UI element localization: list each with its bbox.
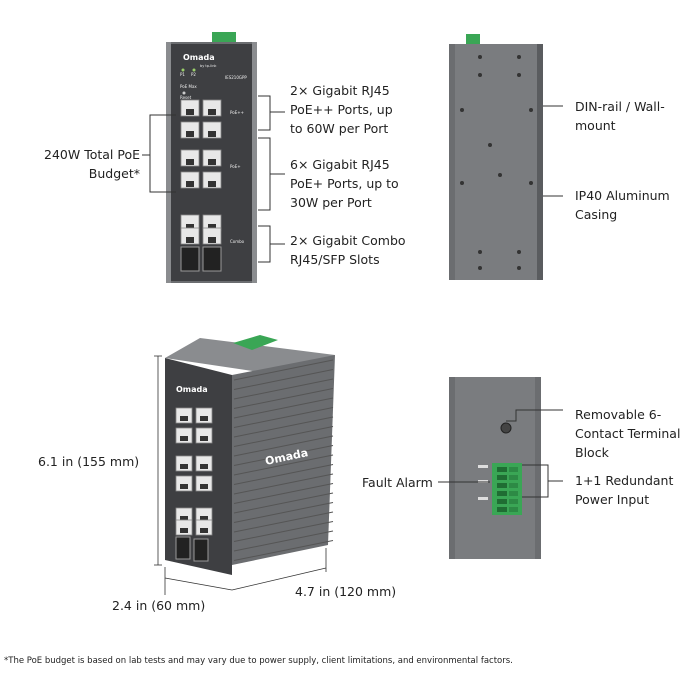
sfp-slot-2 bbox=[202, 246, 222, 272]
rj45-port bbox=[180, 227, 200, 245]
dimension-lines bbox=[154, 355, 327, 595]
side-label-combo: Combo bbox=[230, 239, 245, 244]
side-terminal-block bbox=[466, 34, 480, 46]
led-label-p1: P1 bbox=[180, 72, 185, 77]
callout-din-rail: DIN-rail / Wall-mount bbox=[575, 99, 665, 133]
panel-callout-lines bbox=[438, 409, 563, 498]
isometric-view-switch: Omada Omada bbox=[165, 335, 335, 575]
rj45-port bbox=[180, 171, 200, 189]
rj45-port bbox=[180, 99, 200, 117]
iso-front-brand-logo: Omada bbox=[176, 385, 208, 394]
callout-terminal-block: Removable 6-Contact Terminal Block bbox=[575, 407, 681, 460]
rj45-port bbox=[180, 121, 200, 139]
dimension-height: 6.1 in (155 mm) bbox=[38, 454, 140, 469]
rj45-port bbox=[202, 121, 222, 139]
front-callout-lines bbox=[142, 95, 285, 263]
callout-poe-plus-ports: 6× Gigabit RJ45 PoE+ Ports, up to 30W pe… bbox=[290, 157, 399, 210]
rj45-port bbox=[202, 227, 222, 245]
rj45-port bbox=[202, 99, 222, 117]
front-sub-brand: by tp-link bbox=[200, 64, 217, 68]
callout-poe-budget: 240W Total PoE Budget* bbox=[44, 147, 140, 181]
front-model-label: IES210GPP bbox=[225, 75, 247, 80]
side-callout-lines bbox=[543, 105, 563, 197]
dimension-width: 4.7 in (120 mm) bbox=[295, 584, 397, 599]
rj45-port bbox=[202, 171, 222, 189]
callout-fault-alarm: Fault Alarm bbox=[362, 475, 433, 490]
iso-terminal-block bbox=[233, 335, 278, 350]
led-label-p2: P2 bbox=[191, 72, 196, 77]
ground-screw bbox=[500, 422, 512, 434]
led-label-reset: Reset bbox=[180, 95, 192, 100]
side-label-poepp: PoE++ bbox=[230, 110, 244, 115]
iso-rj45-ports bbox=[175, 407, 213, 536]
side-view-switch bbox=[449, 34, 543, 280]
footnote: *The PoE budget is based on lab tests an… bbox=[4, 656, 513, 666]
side-label-poep: PoE+ bbox=[230, 164, 241, 169]
front-brand-logo: Omada bbox=[183, 53, 215, 62]
callout-combo-slots: 2× Gigabit Combo RJ45/SFP Slots bbox=[290, 233, 406, 267]
front-view-switch: Omada by tp-link IES210GPP P1 P2 PoE Max… bbox=[166, 32, 257, 283]
dimension-depth: 2.4 in (60 mm) bbox=[112, 598, 206, 613]
rj45-port bbox=[180, 149, 200, 167]
top-panel-view bbox=[449, 377, 541, 559]
sfp-slot-1 bbox=[180, 246, 200, 272]
callout-ip40-casing: IP40 Aluminum Casing bbox=[575, 188, 670, 222]
callout-poe-plus-plus-ports: 2× Gigabit RJ45 PoE++ Ports, up to 60W p… bbox=[290, 83, 393, 136]
led-label-poe-max: PoE Max bbox=[180, 84, 197, 89]
front-rj45-ports bbox=[180, 99, 222, 245]
rj45-port bbox=[202, 149, 222, 167]
callout-redundant-power: 1+1 Redundant Power Input bbox=[575, 473, 674, 507]
